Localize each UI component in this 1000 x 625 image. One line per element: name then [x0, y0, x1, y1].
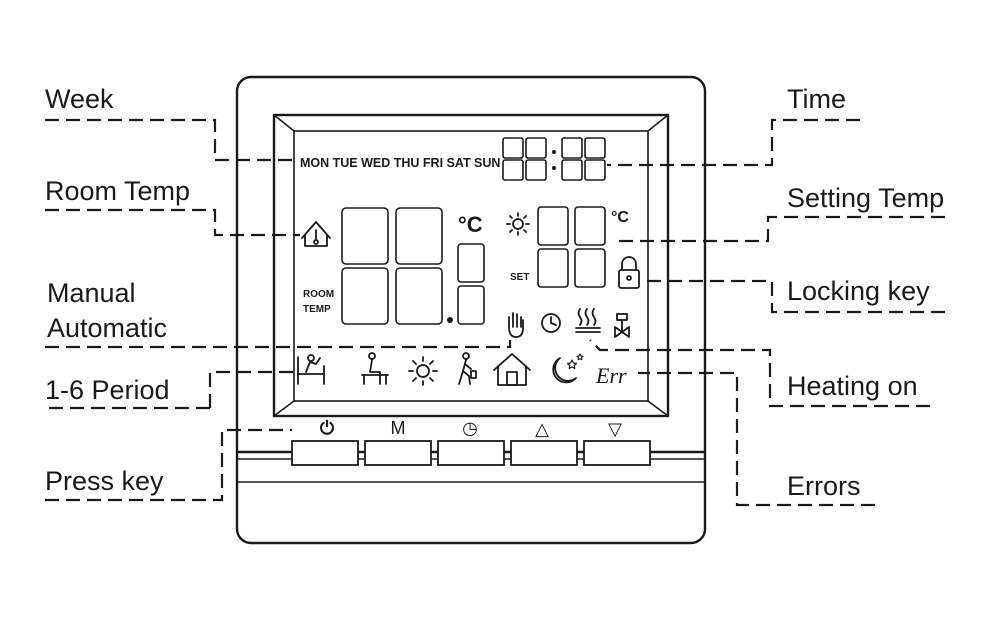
up-button[interactable]: [510, 440, 578, 466]
down-arrow-icon: ▽: [608, 419, 622, 440]
decimal-point: [447, 317, 453, 323]
home-period-icon: [493, 353, 531, 386]
sun-period-icon: [408, 356, 438, 386]
power-button[interactable]: [291, 440, 359, 466]
valve-icon: [614, 313, 630, 338]
room-celsius-unit: °C: [458, 212, 483, 237]
time-colon-bottom: [552, 166, 556, 170]
time-colon-top: [552, 150, 556, 154]
locking-key-callout: Locking key: [787, 276, 930, 306]
time-digits: [502, 137, 606, 181]
room-label: ROOM: [303, 289, 334, 300]
manual-callout: Manual: [47, 278, 136, 308]
button-labels: ⏻ M ◷ △ ▽: [320, 418, 622, 440]
clock-button[interactable]: [437, 440, 505, 466]
set-label: SET: [510, 272, 529, 283]
hand-icon: [508, 312, 524, 338]
sleep-moon-icon: [552, 353, 584, 384]
wake-up-period-icon: [297, 354, 325, 385]
up-arrow-icon: △: [535, 419, 549, 440]
errors-callout: Errors: [787, 471, 861, 501]
press-key-callout: Press key: [45, 466, 164, 496]
leave-home-period-icon: [361, 352, 389, 385]
gear-icon: [506, 212, 530, 236]
clock-icon: [541, 313, 561, 333]
lcd-screen: [272, 113, 670, 418]
period-callout: 1-6 Period: [45, 375, 170, 405]
clock-button-icon: ◷: [462, 418, 478, 439]
heating-on-callout: Heating on: [787, 371, 918, 401]
mode-button[interactable]: [364, 440, 432, 466]
house-thermometer-icon: [301, 221, 331, 247]
callout-lines: [45, 118, 945, 507]
return-walking-period-icon: [458, 352, 477, 385]
automatic-callout: Automatic: [47, 313, 167, 343]
week-callout: Week: [45, 84, 114, 114]
room-temp-callout: Room Temp: [45, 176, 190, 206]
temp-label: TEMP: [303, 304, 331, 315]
room-temp-digits: [341, 207, 485, 325]
setting-temp-digits: [537, 206, 606, 288]
set-celsius-unit: °C: [611, 209, 629, 226]
time-callout: Time: [787, 84, 846, 114]
weekday-indicator: MON TUE WED THU FRI SAT SUN: [300, 156, 500, 170]
setting-temp-callout: Setting Temp: [787, 183, 944, 213]
power-icon: ⏻: [320, 418, 335, 439]
down-button[interactable]: [583, 440, 651, 466]
lock-icon: [618, 256, 640, 289]
heating-icon: [575, 308, 601, 333]
mode-label: M: [391, 418, 406, 438]
error-indicator: Err: [595, 363, 627, 388]
